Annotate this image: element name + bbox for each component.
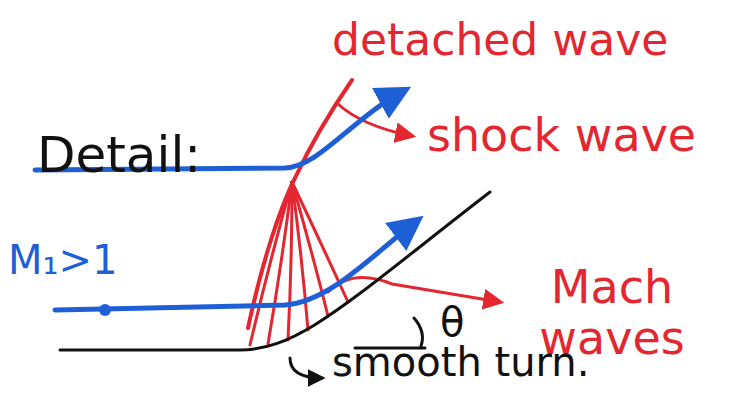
wave-label: shock wave [425,110,698,161]
wave-label: detached wave [330,16,670,64]
note-label: smooth turn. [330,340,591,384]
angle-label: θ [438,300,466,344]
section-label: Detail: [35,128,203,183]
wall-line [60,192,490,350]
shock-wave-line [248,80,352,328]
flow-dot [99,304,111,316]
leader-line [290,358,322,378]
mach-number-label: M₁>1 [6,238,120,282]
